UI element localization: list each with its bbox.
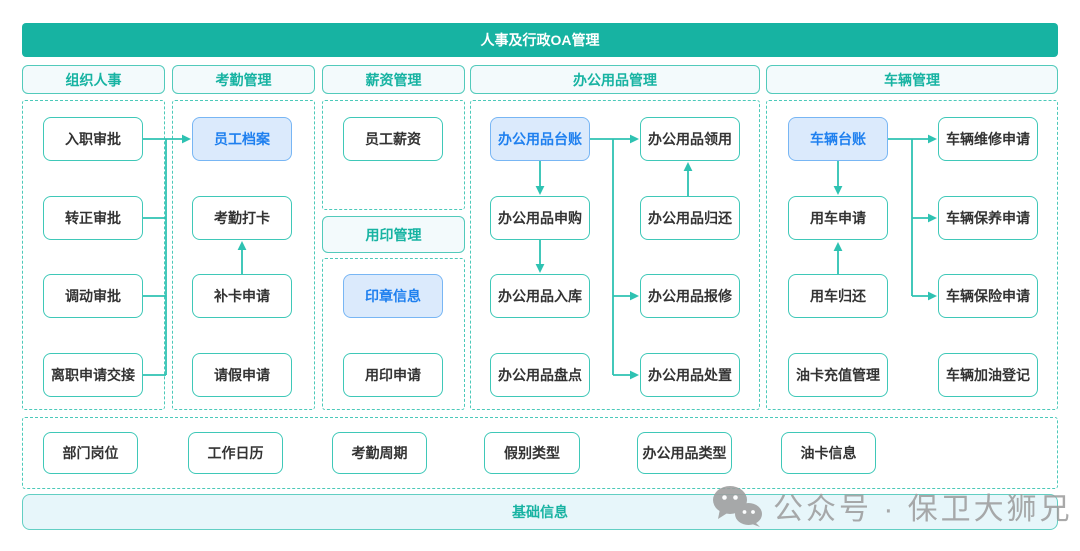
node-office-supplies-types: 办公用品类型 (637, 432, 732, 474)
column-header-office-supplies: 办公用品管理 (470, 65, 760, 94)
node-clock-in-correction: 补卡申请 (192, 274, 292, 318)
column-header-org-hr: 组织人事 (22, 65, 165, 94)
node-attendance-clock-in: 考勤打卡 (192, 196, 292, 240)
wechat-icon (710, 485, 764, 527)
node-office-supplies-ledger: 办公用品台账 (490, 117, 590, 161)
node-vehicle-maintenance-request: 车辆保养申请 (938, 196, 1038, 240)
node-office-supplies-stocktake: 办公用品盘点 (490, 353, 590, 397)
node-department-positions: 部门岗位 (43, 432, 138, 474)
node-vehicle-refuel-log: 车辆加油登记 (938, 353, 1038, 397)
node-fuel-card-recharge: 油卡充值管理 (788, 353, 888, 397)
base-info-banner: 基础信息 (22, 494, 1058, 530)
title-banner: 人事及行政OA管理 (22, 23, 1058, 57)
node-attendance-cycle: 考勤周期 (332, 432, 427, 474)
group-org-hr (22, 100, 165, 410)
node-vehicle-use-request: 用车申请 (788, 196, 888, 240)
node-office-supplies-disposal: 办公用品处置 (640, 353, 740, 397)
node-office-supplies-return: 办公用品归还 (640, 196, 740, 240)
node-vehicle-return: 用车归还 (788, 274, 888, 318)
node-leave-types: 假别类型 (484, 432, 580, 474)
node-office-supplies-claim: 办公用品领用 (640, 117, 740, 161)
node-office-supplies-purchase-request: 办公用品申购 (490, 196, 590, 240)
node-vehicle-insurance-request: 车辆保险申请 (938, 274, 1038, 318)
node-transfer-approval: 调动审批 (43, 274, 143, 318)
node-employee-archive: 员工档案 (192, 117, 292, 161)
node-onboarding-approval: 入职审批 (43, 117, 143, 161)
group-office-supplies (470, 100, 760, 410)
watermark: 公众号 · 保卫大狮兄 (710, 484, 1073, 528)
node-regularization-approval: 转正审批 (43, 196, 143, 240)
group-seal (322, 258, 465, 410)
group-salary (322, 100, 465, 210)
group-attendance (172, 100, 315, 410)
column-header-attendance: 考勤管理 (172, 65, 315, 94)
node-leave-request: 请假申请 (192, 353, 292, 397)
node-employee-salary: 员工薪资 (343, 117, 443, 161)
sub-header-seal-management: 用印管理 (322, 216, 465, 253)
column-header-salary: 薪资管理 (322, 65, 465, 94)
group-base-info (22, 417, 1058, 489)
node-seal-use-request: 用印申请 (343, 353, 443, 397)
watermark-text: 公众号 · 保卫大狮兄 (773, 493, 1073, 526)
group-vehicles (766, 100, 1058, 410)
node-work-calendar: 工作日历 (188, 432, 283, 474)
node-vehicle-ledger: 车辆台账 (788, 117, 888, 161)
node-office-supplies-inbound: 办公用品入库 (490, 274, 590, 318)
node-fuel-card-info: 油卡信息 (781, 432, 876, 474)
node-office-supplies-repair: 办公用品报修 (640, 274, 740, 318)
column-header-vehicles: 车辆管理 (766, 65, 1058, 94)
node-seal-info: 印章信息 (343, 274, 443, 318)
node-resignation-handover: 离职申请交接 (43, 353, 143, 397)
node-vehicle-repair-request: 车辆维修申请 (938, 117, 1038, 161)
